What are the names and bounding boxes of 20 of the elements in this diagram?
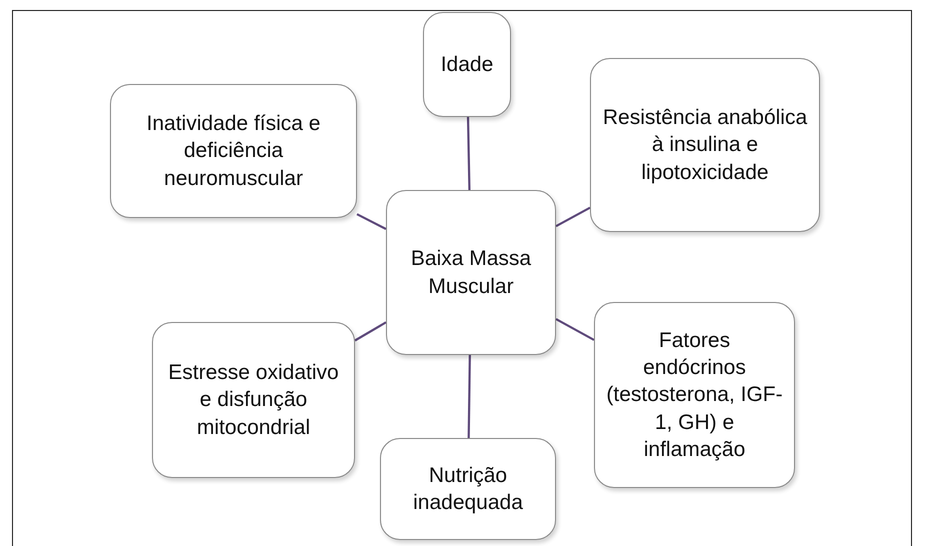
- rounded-box: [110, 84, 357, 218]
- rounded-box: [152, 322, 355, 478]
- connector-line: [466, 116, 471, 190]
- box-label: Baixa Massa Muscular: [410, 246, 532, 300]
- box-label: Estresse oxidativo e disfunção mitocondrial: [167, 360, 340, 441]
- connector-line: [555, 206, 591, 228]
- rounded-box: [590, 58, 820, 232]
- box-label: Inatividade física e deficiência neuromuscular: [146, 111, 322, 192]
- box-label: Resistência anabólica à insulina e lipotoxicidade: [602, 105, 808, 186]
- box-label: Idade: [440, 52, 494, 78]
- rounded-box: [423, 12, 511, 117]
- rounded-box: [386, 190, 556, 355]
- connector-line: [356, 213, 386, 230]
- connector-line: [555, 318, 595, 341]
- box-label: Nutrição inadequada: [412, 462, 524, 516]
- connector-line: [468, 354, 471, 438]
- box-label: Fatores endócrinos (testosterona, IGF-1, GH) e inflamação: [605, 328, 784, 463]
- rounded-box: [594, 302, 795, 488]
- connector-line: [354, 321, 387, 342]
- rounded-box: [380, 438, 556, 540]
